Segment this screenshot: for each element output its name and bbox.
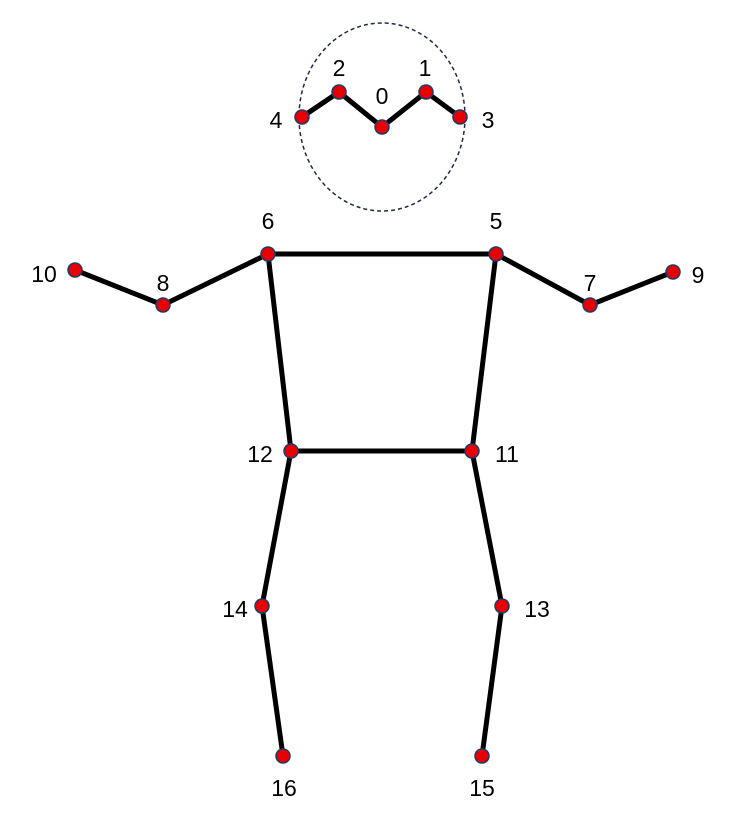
joint-label-7: 7 [584,270,597,296]
joint-15 [474,748,490,764]
joint-label-14: 14 [222,596,248,622]
joint-label-4: 4 [270,107,283,133]
bone-2-0 [336,89,385,130]
joint-label-10: 10 [31,261,57,287]
bone-6-8 [160,251,271,308]
bone-6-12 [265,251,294,454]
joint-label-2: 2 [333,55,346,81]
joint-0 [374,119,390,135]
bones-layer [72,89,676,759]
joint-7 [582,297,598,313]
joint-12 [283,443,299,459]
bone-12-14 [259,448,294,609]
joint-label-8: 8 [157,270,170,296]
joint-16 [275,748,291,764]
bone-13-15 [479,603,505,759]
joint-label-11: 11 [495,441,519,467]
joint-3 [452,109,468,125]
joint-5 [488,246,504,262]
joint-label-3: 3 [482,107,495,133]
joint-label-13: 13 [524,596,550,622]
bone-14-16 [259,603,286,759]
joint-label-9: 9 [692,262,705,288]
head-outline [298,22,466,212]
joint-label-15: 15 [469,775,495,801]
joint-2 [331,84,347,100]
joint-1 [418,84,434,100]
joint-label-12: 12 [247,441,273,467]
joint-4 [294,109,310,125]
joint-9 [665,264,681,280]
joint-label-0: 0 [376,83,389,109]
joints-layer [67,84,681,764]
joint-11 [464,443,480,459]
joint-label-1: 1 [419,55,432,81]
joint-label-16: 16 [271,775,297,801]
bone-5-11 [469,251,499,454]
bone-5-7 [493,251,593,308]
bone-0-1 [379,89,429,130]
joint-label-6: 6 [262,208,275,234]
bone-11-13 [469,448,505,609]
joint-10 [67,262,83,278]
joint-14 [254,598,270,614]
joint-8 [155,297,171,313]
joint-label-5: 5 [490,208,503,234]
joint-13 [494,598,510,614]
joint-6 [260,246,276,262]
bone-7-9 [587,269,676,308]
bone-8-10 [72,267,166,308]
